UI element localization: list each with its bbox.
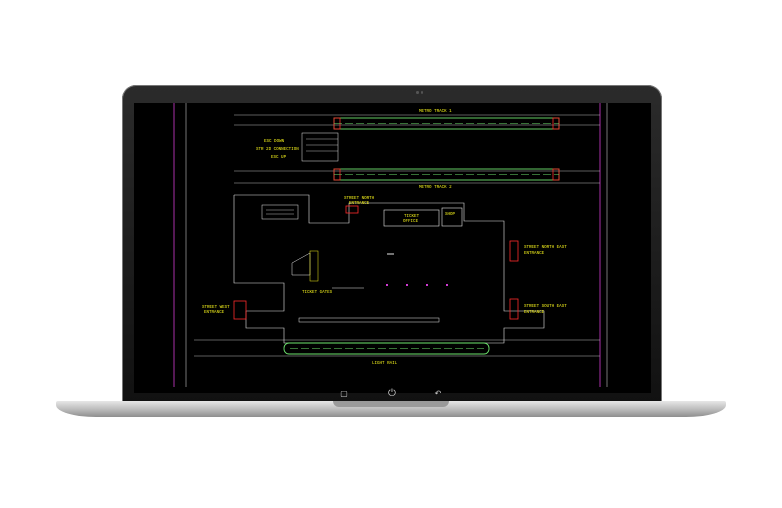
label-street-south-east-2: ENTRANCE [524,311,545,315]
escalator-group-2 [261,204,299,220]
trackpad-notch [333,401,449,407]
label-street-north-1: STREET NORTH [344,197,375,201]
platform-bar [298,317,440,323]
station-floor-plan: METRO TRACK 1 METRO TRACK 2 ESC DOWN STR… [173,103,608,387]
label-street-north-2: ENTRANCE [349,202,370,206]
label-street-north-east-1: STREET NORTH EAST [524,246,567,250]
label-ticket-office-2: OFFICE [403,220,419,224]
label-light-rail: LIGHT RAIL [372,362,398,366]
back-icon[interactable]: ↶ [434,389,442,398]
shop [441,207,463,227]
label-ticket-gates: TICKET GATES [302,291,333,295]
label-esc-down: ESC DOWN [264,140,285,144]
label-street-south-east-1: STREET SOUTH EAST [524,305,567,309]
label-ticket-office-1: TICKET [404,215,420,219]
stair-shape [291,252,311,276]
recent-apps-icon[interactable]: ▢ [340,389,348,398]
ticket-office [383,209,440,227]
label-street-west-2: ENTRANCE [204,311,225,315]
label-street-north-east-2: ENTRANCE [524,252,545,256]
label-stair-direction: STR 2D CONNECTION [256,148,299,152]
concourse-outline [233,194,545,344]
label-street-west-1: STREET WEST [202,306,230,310]
cad-drawing-screen[interactable]: METRO TRACK 1 METRO TRACK 2 ESC DOWN STR… [134,103,651,393]
label-metro-track-1: METRO TRACK 1 [419,110,452,114]
camera [416,91,423,94]
label-metro-track-2: METRO TRACK 2 [419,186,452,190]
laptop-base [56,401,726,417]
light-rail-track [283,342,490,355]
label-esc-up: ESC UP [271,156,287,160]
escalator-block [301,132,339,162]
power-icon[interactable]: ⏻ [388,388,396,399]
label-shop: SHOP [445,213,456,217]
